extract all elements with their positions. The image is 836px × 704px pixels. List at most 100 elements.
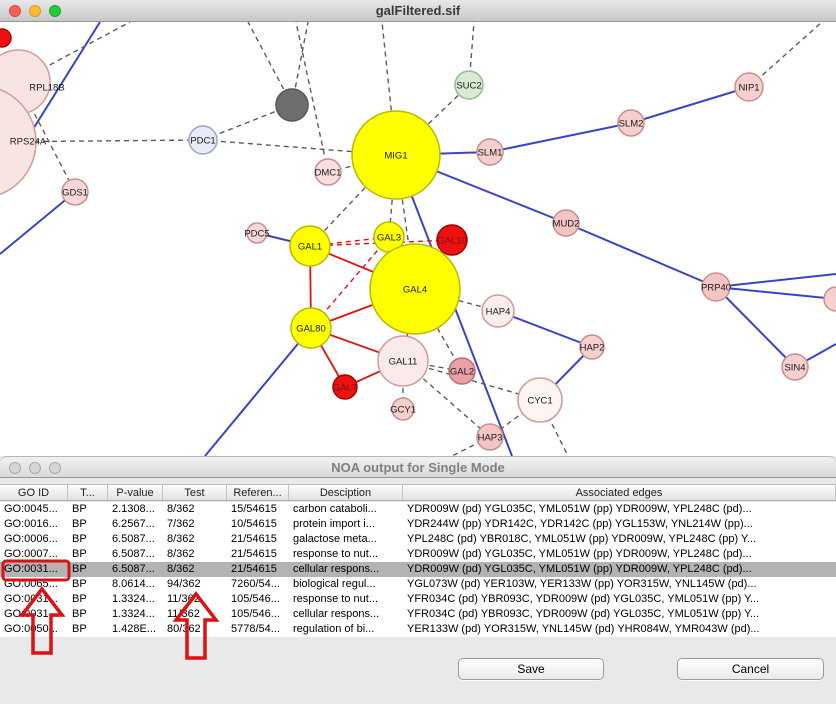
network-node-sin4[interactable] [781,353,809,381]
cancel-button[interactable]: Cancel [677,658,824,680]
network-edge[interactable] [715,286,836,300]
table-cell: 105/546... [231,608,280,620]
network-node-cyc1[interactable] [517,377,563,423]
column-header[interactable]: Associated edges [403,485,836,500]
column-header[interactable]: Test [163,485,227,500]
network-node-slm1[interactable] [476,138,504,166]
network-edge[interactable] [489,122,632,153]
zoom-button[interactable] [49,462,61,474]
table-cell: BP [72,533,87,545]
network-window-title: galFiltered.sif [375,3,461,18]
network-node-gal4[interactable] [369,243,461,335]
network-window-titlebar[interactable]: galFiltered.sif [0,0,836,22]
network-node-hap4[interactable] [481,294,515,328]
network-edge[interactable] [295,22,329,173]
close-button[interactable] [9,5,21,17]
network-node-dmc1[interactable] [314,158,342,186]
table-cell: BP [72,518,87,530]
table-cell: YDR009W (pd) YGL035C, YML051W (pp) YDR00… [407,503,752,515]
column-header[interactable]: Referen... [227,485,289,500]
table-cell: BP [72,593,87,605]
network-node-pdc1[interactable] [188,125,218,155]
node-label: HAP4 [486,307,511,318]
node-label: SLM1 [478,148,503,159]
network-edge[interactable] [565,222,717,288]
network-node-unlabeled[interactable] [275,88,309,122]
network-edge[interactable] [204,327,312,456]
network-edge[interactable] [202,104,293,141]
network-node-nip1[interactable] [734,72,764,102]
table-cell: GO:0050... [4,623,58,635]
node-label: SUC2 [456,81,481,92]
network-node-gal2[interactable] [448,357,476,385]
network-edge[interactable] [247,22,293,106]
table-cell: GO:0007... [4,548,58,560]
network-node-gal11[interactable] [377,335,429,387]
table-cell: biological regul... [293,578,376,590]
network-edge[interactable] [715,273,836,288]
network-edge[interactable] [414,288,463,372]
network-edge[interactable] [451,436,491,456]
node-label: PRP40 [701,283,731,294]
network-node-gcy1[interactable] [391,397,415,421]
network-edge[interactable] [630,86,750,124]
network-edge[interactable] [0,191,76,255]
node-label: GAL1 [298,242,322,253]
network-node-hap2[interactable] [579,334,605,360]
network-edge[interactable] [748,22,823,88]
close-button[interactable] [9,462,21,474]
network-node-gal1[interactable] [289,225,331,267]
minimize-button[interactable] [29,5,41,17]
network-edge[interactable] [497,310,593,348]
network-edge[interactable] [715,286,796,368]
network-node-rps24a[interactable] [0,86,37,198]
node-label: MUD2 [553,219,580,230]
table-cell: BP [72,608,87,620]
network-edge[interactable] [402,360,541,401]
network-node-hap3[interactable] [476,423,504,451]
node-label: PDC5 [244,229,269,240]
network-node-gds1[interactable] [61,178,89,206]
network-node-pdc5[interactable] [246,222,268,244]
minimize-button[interactable] [29,462,41,474]
network-node-gal10[interactable] [436,224,468,256]
table-cell: BP [72,563,87,575]
network-node-gal7[interactable] [332,374,358,400]
network-canvas[interactable]: RPL18BRPS24AGDS1PDC1MIG1SUC2SLM1SLM2NIP1… [0,22,836,456]
column-header[interactable]: GO ID [0,485,68,500]
table-cell: 8/362 [167,533,195,545]
network-edge[interactable] [395,84,470,156]
network-node-suc2[interactable] [454,70,484,100]
network-node-unlabeled[interactable] [823,286,836,312]
column-header[interactable]: Desciption [289,485,403,500]
network-node-slm2[interactable] [617,109,645,137]
zoom-button[interactable] [49,5,61,17]
save-button[interactable]: Save [458,658,604,680]
table-cell: 21/54615 [231,563,277,575]
column-header[interactable]: T... [68,485,108,500]
network-node-prp40[interactable] [701,272,731,302]
table-cell: 11/362 [167,593,200,605]
node-label: RPL18B [29,83,64,94]
network-node-gal80[interactable] [290,307,332,349]
network-node-mig1[interactable] [351,110,441,200]
node-label: GAL4 [403,285,427,296]
network-node-unlabeled[interactable] [0,28,12,48]
noa-window-titlebar[interactable]: NOA output for Single Mode [0,456,836,478]
column-header[interactable]: P-value [108,485,163,500]
network-node-mud2[interactable] [552,209,580,237]
table-cell: 8/362 [167,503,195,515]
node-label: RPS24A [10,137,47,148]
network-edge[interactable] [309,239,453,247]
node-label: HAP2 [580,343,605,354]
